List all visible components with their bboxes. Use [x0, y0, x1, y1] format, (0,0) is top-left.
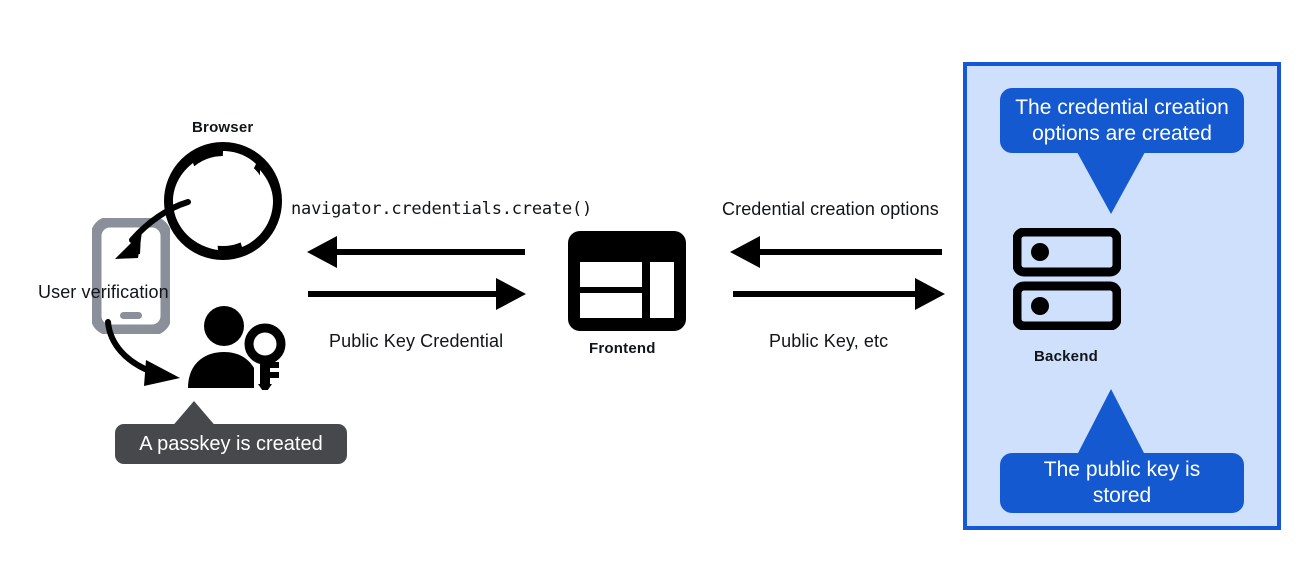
- callout-credential-options: The credential creation options are crea…: [1000, 88, 1244, 153]
- arrow-left-head-2: [730, 236, 760, 268]
- callout-credential-options-text: The credential creation options are crea…: [1015, 95, 1229, 145]
- smartphone-icon: [92, 218, 170, 334]
- callout-passkey-created-text: A passkey is created: [139, 432, 323, 455]
- arrow-left-head-1: [307, 236, 337, 268]
- arrow-browser-to-phone: [96, 196, 196, 276]
- callout-public-key-stored-tail: [1077, 389, 1145, 455]
- arrow-right-line-2: [733, 291, 917, 297]
- arrow-label-credential-creation-options: Credential creation options: [722, 199, 939, 219]
- globe-icon: [164, 142, 282, 260]
- arrow-label-public-key-credential: Public Key Credential: [329, 331, 504, 351]
- arrow-phone-to-user: [100, 318, 210, 392]
- arrow-left-line-2: [758, 249, 942, 255]
- callout-public-key-stored-text: The public key is stored: [1043, 458, 1201, 507]
- callout-credential-options-tail: [1077, 152, 1145, 214]
- arrow-right-head-2: [915, 278, 945, 310]
- person-with-key-icon: [186, 306, 290, 390]
- frontend-label: Frontend: [589, 340, 656, 357]
- user-verification-label: User verification: [38, 282, 169, 302]
- callout-passkey-created: A passkey is created: [115, 424, 347, 464]
- arrow-label-navigator-create: navigator.credentials.create(): [291, 199, 593, 219]
- web-layout-icon: [568, 231, 686, 331]
- arrow-right-head-1: [496, 278, 526, 310]
- browser-label: Browser: [192, 119, 254, 136]
- arrow-left-line-1: [335, 249, 525, 255]
- server-icon: [1013, 228, 1121, 330]
- backend-label: Backend: [1034, 348, 1098, 365]
- arrow-label-public-key-etc: Public Key, etc: [769, 331, 889, 351]
- callout-public-key-stored: The public key is stored: [1000, 453, 1244, 513]
- arrow-right-line-1: [308, 291, 498, 297]
